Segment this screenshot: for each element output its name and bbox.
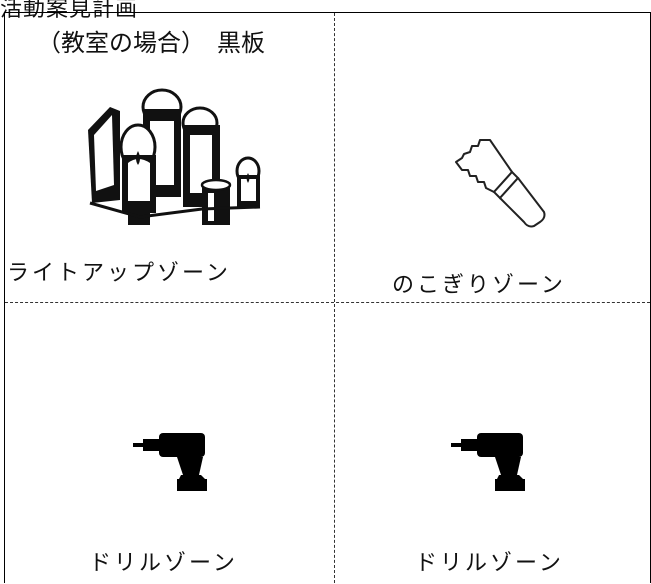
saw-icon [455,139,546,228]
room-note: （教室の場合） 黒板 [37,29,265,57]
lightup-zone-cell: （教室の場合） 黒板 [5,13,334,302]
horizontal-divider [5,302,650,303]
zone-label: ドリルゾーン [89,551,238,576]
candles-icon [88,88,261,225]
zone-layout-table: （教室の場合） 黒板 [4,12,651,583]
page-title: 活動案見計画 [0,0,139,22]
drill-icon [451,433,525,491]
drill-zone-cell: ドリルゾーン [335,303,650,584]
drill-icon [133,433,207,491]
zone-label: ライトアップゾーン [7,261,231,286]
saw-zone-cell: のこぎりゾーン [335,13,650,302]
drill-zone-cell: ドリルゾーン [5,303,334,584]
vertical-divider [334,13,335,583]
zone-label: のこぎりゾーン [392,273,566,298]
zone-label: ドリルゾーン [415,551,564,576]
